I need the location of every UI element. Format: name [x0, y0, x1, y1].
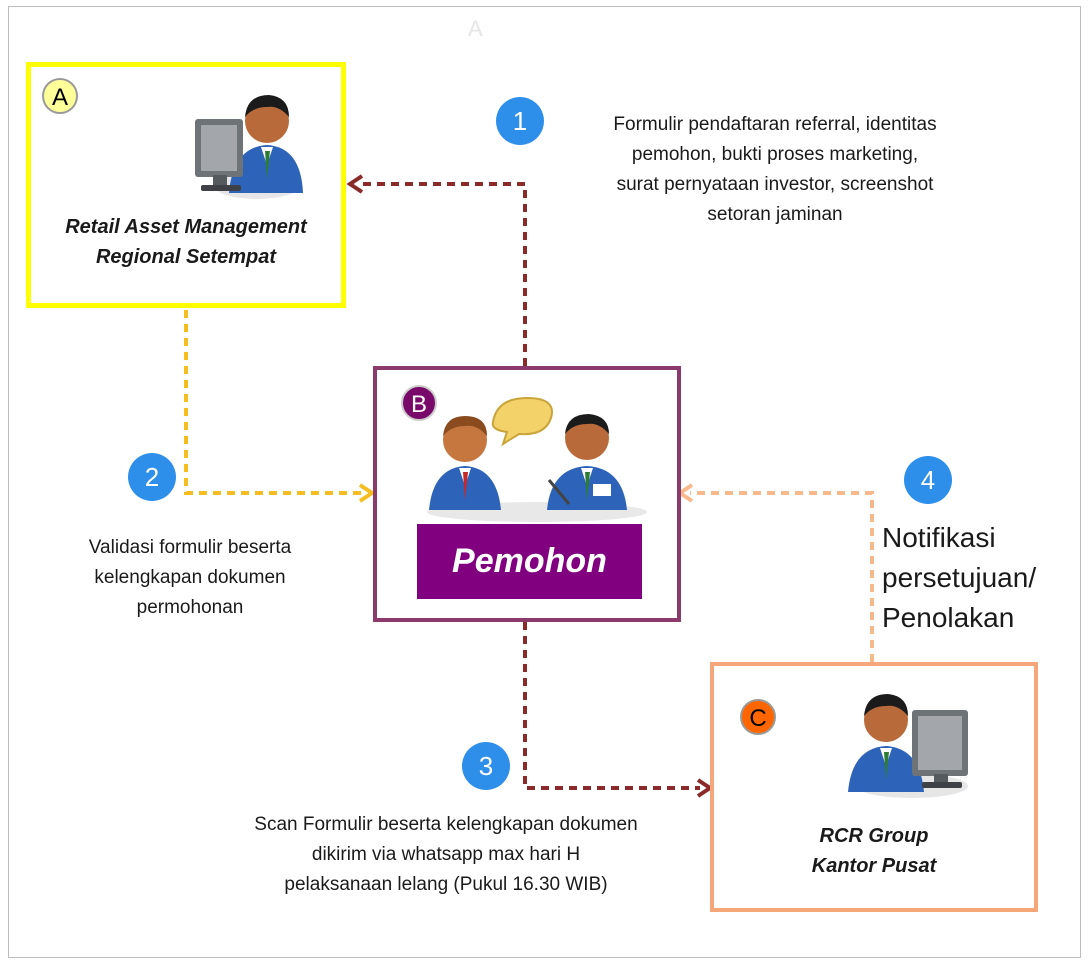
step-2-line-3: permohonan	[136, 597, 244, 618]
step-2-note: Validasi formulir beserta kelengkapan do…	[40, 533, 340, 623]
badge-a: A	[42, 78, 78, 114]
pemohon-label: Pemohon	[417, 524, 642, 599]
step-1-note: Formulir pendaftaran referral, identitas…	[555, 110, 995, 230]
step-1-line-2: pemohon, bukti proses marketing,	[631, 144, 919, 165]
step-1-line-1: Formulir pendaftaran referral, identitas	[613, 114, 937, 135]
step-3-badge: 3	[462, 742, 510, 790]
people-talking-icon	[427, 396, 647, 522]
node-c-title-line-2: Kantor Pusat	[811, 855, 937, 877]
node-c-title: RCR Group Kantor Pusat	[714, 821, 1034, 881]
person-at-computer-icon	[848, 694, 968, 798]
node-a-title: Retail Asset Management Regional Setempa…	[31, 212, 341, 272]
arrow-step-1	[358, 182, 527, 366]
step-4-badge: 4	[904, 456, 952, 504]
step-3-note: Scan Formulir beserta kelengkapan dokume…	[196, 810, 696, 900]
node-b-pemohon: B Pemohon	[373, 366, 681, 622]
badge-c: C	[740, 699, 776, 735]
step-2-line-1: Validasi formulir beserta	[88, 537, 292, 558]
step-4-line-3: Penolakan	[882, 602, 1015, 633]
arrow-step-3	[523, 622, 700, 790]
arrow-step-2	[184, 310, 362, 495]
step-2-badge: 2	[128, 453, 176, 501]
node-a-retail-asset-management: A Retail Asset Management Regional Setem…	[26, 62, 346, 308]
arrow-step-4	[690, 491, 874, 662]
step-2-line-2: kelengkapan dokumen	[94, 567, 286, 588]
step-3-line-2: dikirim via whatsapp max hari H	[311, 844, 581, 865]
step-1-line-3: surat pernyataan investor, screenshot	[616, 174, 934, 195]
diagram-frame	[8, 6, 1081, 958]
node-a-title-line-2: Regional Setempat	[95, 246, 277, 268]
step-1-badge: 1	[496, 97, 544, 145]
person-at-computer-icon	[195, 95, 303, 199]
step-1-line-4: setoran jaminan	[707, 204, 843, 225]
step-4-line-1: Notifikasi	[882, 522, 996, 553]
step-4-note: Notifikasi persetujuan/ Penolakan	[882, 518, 1036, 638]
arrowhead-step-2	[358, 483, 376, 503]
step-3-line-1: Scan Formulir beserta kelengkapan dokume…	[254, 814, 638, 835]
step-4-line-2: persetujuan/	[882, 562, 1037, 593]
arrowhead-step-1	[346, 174, 364, 194]
node-c-title-line-1: RCR Group	[819, 825, 929, 847]
faint-letter: A	[468, 16, 483, 41]
step-3-line-3: pelaksanaan lelang (Pukul 16.30 WIB)	[284, 874, 608, 895]
badge-b: B	[401, 385, 437, 421]
node-a-title-line-1: Retail Asset Management	[65, 216, 307, 238]
node-c-rcr-group: C RCR Group Kantor Pusat	[710, 662, 1038, 912]
